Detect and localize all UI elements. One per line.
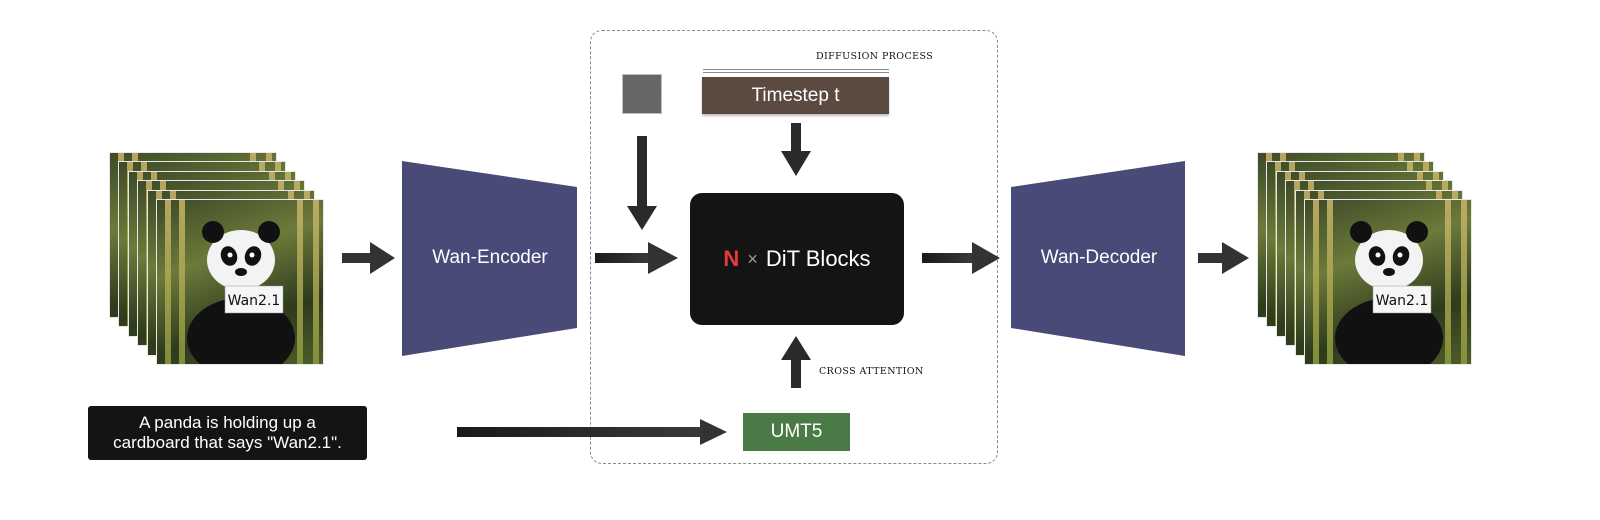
arrow-dit-to-decoder [922,242,1000,274]
input-video-frames: Wan2.1 [108,150,324,365]
decoder-label: Wan-Decoder [1040,247,1158,268]
arrow-encoder-to-dit [595,242,678,274]
panda-image: Wan2.1 [1335,221,1443,364]
noise-texture [623,75,661,113]
timestep-box: Timestep t [702,77,889,114]
diffusion-process-label: DIFFUSION PROCESS [816,51,934,62]
dit-label: DiT Blocks [765,246,871,271]
video-frame: Wan2.1 [156,199,324,365]
timestep-stack-line [703,69,889,70]
dit-blocks: N × DiT Blocks [690,193,904,325]
noise-latent [622,74,662,114]
panda-image: Wan2.1 [187,221,295,364]
encoder-shape [402,161,577,356]
encoder-label: Wan-Encoder [432,247,548,268]
diffusion-process-region [590,30,998,464]
arrow-prompt-to-umt5 [457,419,727,445]
sign-text: Wan2.1 [1376,293,1429,309]
arrow-to-encoder [342,242,395,274]
arrow-timestep-down [781,123,811,176]
arrow-to-output [1198,242,1249,274]
arrow-cross-attention-up [781,336,811,388]
sign-text: Wan2.1 [228,293,281,309]
video-frame: Wan2.1 [1304,199,1472,365]
prompt-line-2: cardboard that says "Wan2.1". [113,433,342,452]
timestep-stack-line [703,72,889,73]
text-prompt: A panda is holding up a cardboard that s… [88,406,367,460]
umt5-text-encoder: UMT5 [743,413,850,451]
cross-attention-label: CROSS ATTENTION [819,366,924,377]
dit-count-symbol: N [723,246,740,271]
multiply-symbol: × [747,248,758,269]
output-video-frames: Wan2.1 [1256,150,1472,365]
prompt-line-1: A panda is holding up a [139,413,316,432]
arrow-noise-down [627,136,657,230]
decoder-shape [1011,161,1185,356]
